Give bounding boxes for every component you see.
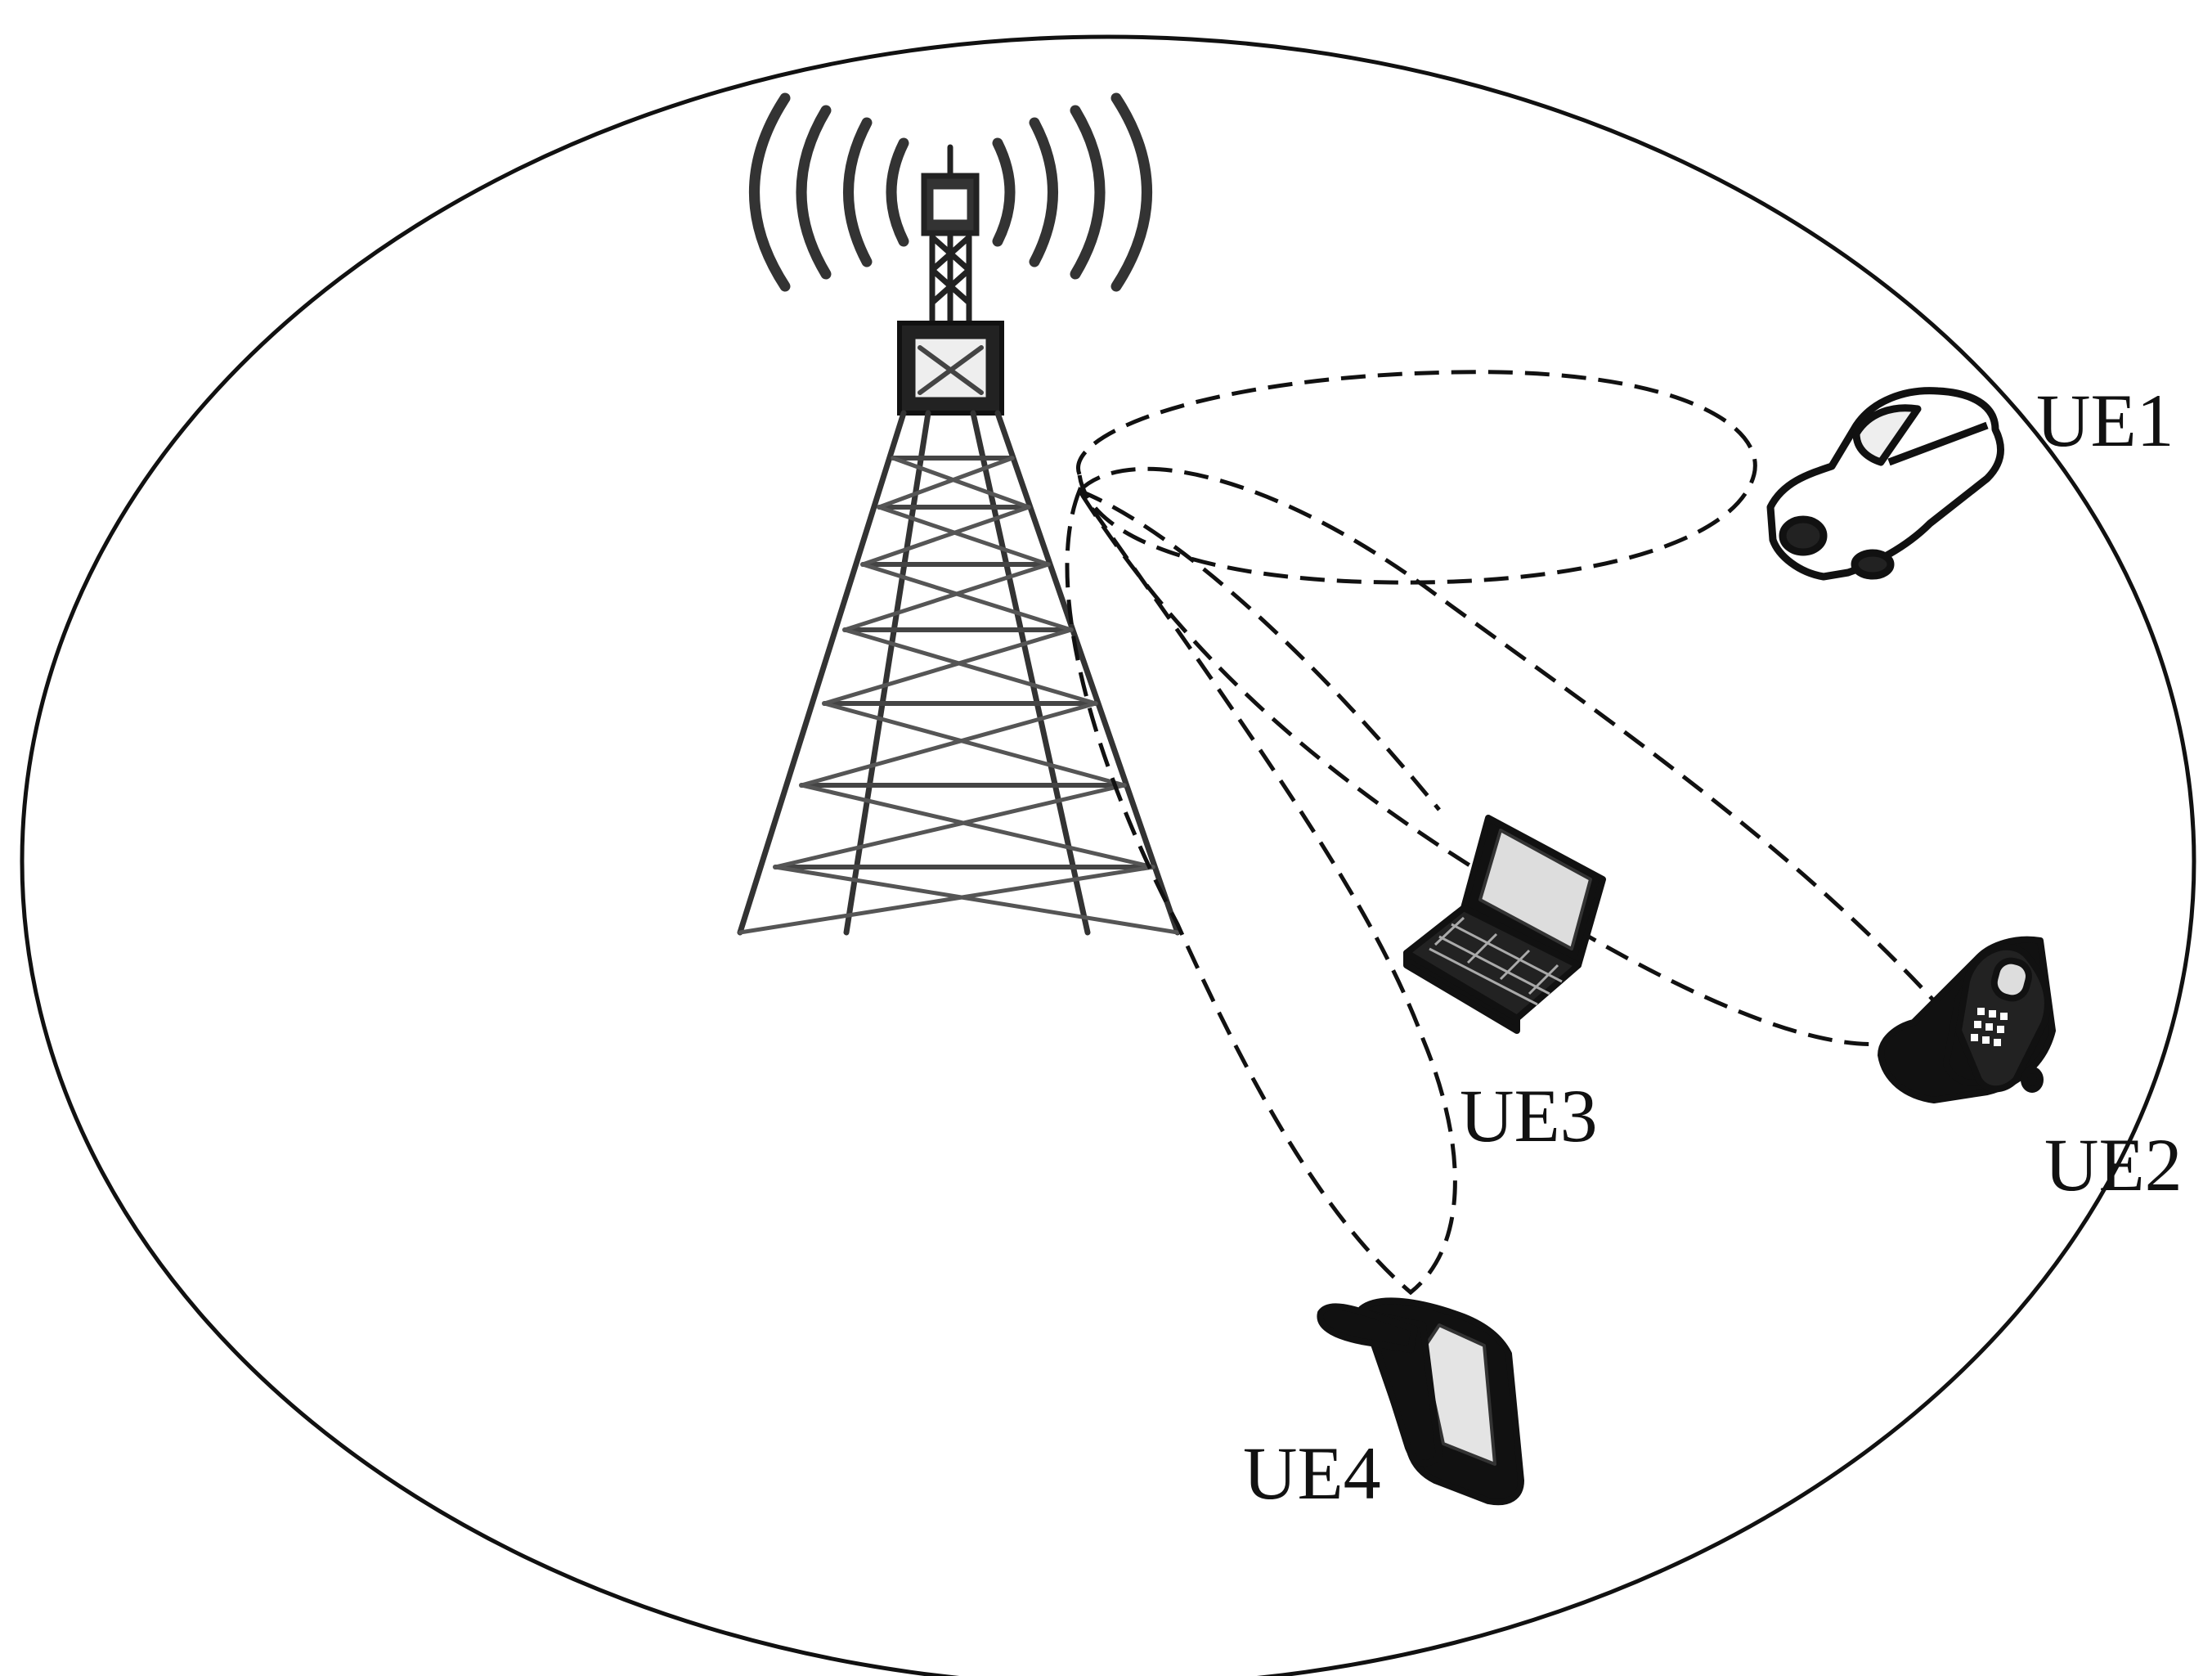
cell-coverage-ellipse: [20, 34, 2196, 1676]
radio-waves-icon: [749, 92, 1152, 292]
ue4-label: UE4: [1243, 1431, 1381, 1515]
laptop-icon: [1403, 815, 1606, 1034]
ue3-label: UE3: [1460, 1074, 1598, 1157]
beam-ue1: [1076, 370, 1757, 585]
beam-ue3: [1079, 488, 1441, 811]
ue1-label: UE1: [2036, 379, 2174, 462]
car-icon: [1766, 387, 2005, 581]
beam-ue4: [1065, 486, 1457, 1296]
base-station-tower-icon: [737, 92, 1181, 936]
flip-phone-icon: [1878, 936, 2056, 1103]
smartphone-icon: [1317, 1297, 1524, 1506]
ue2-label: UE2: [2044, 1123, 2183, 1206]
